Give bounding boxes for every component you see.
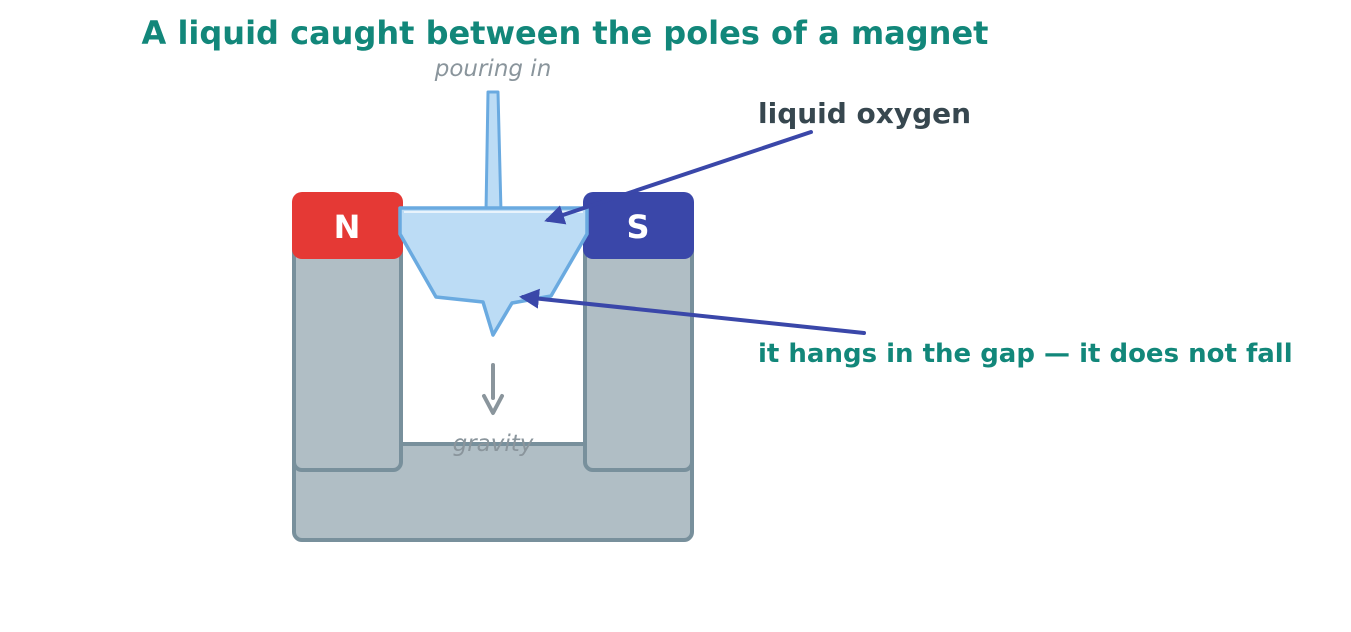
hangs-pointer [519, 288, 866, 335]
south-pole-label: S [626, 208, 649, 246]
gravity-label: gravity [453, 431, 534, 457]
title: A liquid caught between the poles of a m… [142, 14, 989, 52]
gravity-arrow [482, 363, 504, 415]
liquid-oxygen-pointer [544, 130, 813, 225]
hangs-label: it hangs in the gap — it does not fall [758, 339, 1293, 369]
magnet-right-arm [583, 234, 694, 472]
pouring-stream [484, 90, 503, 214]
north-pole: N [292, 192, 403, 259]
liquid-oxygen-blob [398, 206, 589, 337]
liquid-oxygen-label: liquid oxygen [758, 97, 971, 130]
north-pole-label: N [334, 208, 361, 246]
south-pole: S [583, 192, 694, 259]
horseshoe-magnet [292, 234, 694, 542]
pouring-label: pouring in [434, 56, 552, 82]
magnet-left-arm [292, 234, 403, 472]
